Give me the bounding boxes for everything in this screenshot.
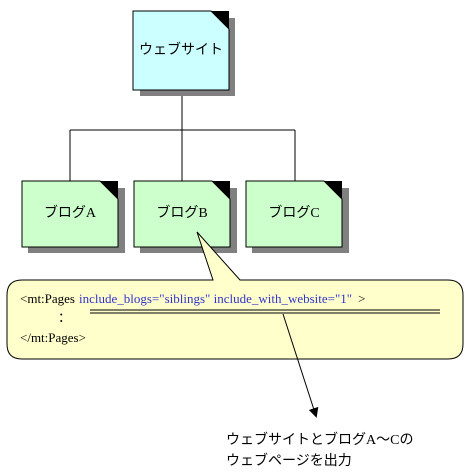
blog-node-c-corner	[324, 181, 342, 199]
callout-close-tag: </mt:Pages>	[20, 330, 86, 345]
blog-node-b-box	[133, 180, 231, 248]
website-label: ウェブサイト	[139, 41, 223, 58]
blog-c-label: ブログC	[268, 204, 319, 221]
blog-b-label: ブログB	[156, 204, 207, 221]
callout-open-tag-line: <mt:Pages include_blogs="siblings" includ…	[20, 291, 365, 306]
blog-node-a-box	[21, 180, 119, 248]
tree-connectors	[69, 90, 296, 181]
note-line-2: ウェブページを出力	[226, 452, 352, 469]
blog-node-a: ブログA	[21, 180, 125, 253]
blog-a-label: ブログA	[44, 204, 97, 221]
website-node-box	[132, 10, 230, 91]
blog-node-b: ブログB	[133, 180, 237, 253]
callout-attributes: include_blogs="siblings" include_with_we…	[79, 291, 352, 306]
blog-node-c: ブログC	[245, 180, 349, 253]
blog-node-a-corner	[100, 181, 118, 199]
code-callout: <mt:Pages include_blogs="siblings" includ…	[6, 231, 464, 360]
website-node-corner	[211, 11, 229, 29]
note-line-1: ウェブサイトとブログA～Cの	[226, 431, 413, 448]
pointer-arrow	[282, 313, 319, 418]
blog-node-b-corner	[212, 181, 230, 199]
callout-balloon	[6, 231, 464, 360]
callout-ellipsis: ：	[58, 310, 71, 325]
callout-open-tag: <mt:Pages	[20, 291, 75, 306]
blog-node-c-box	[245, 180, 343, 248]
callout-open-tag-end: >	[358, 291, 365, 306]
website-node: ウェブサイト	[132, 10, 235, 96]
